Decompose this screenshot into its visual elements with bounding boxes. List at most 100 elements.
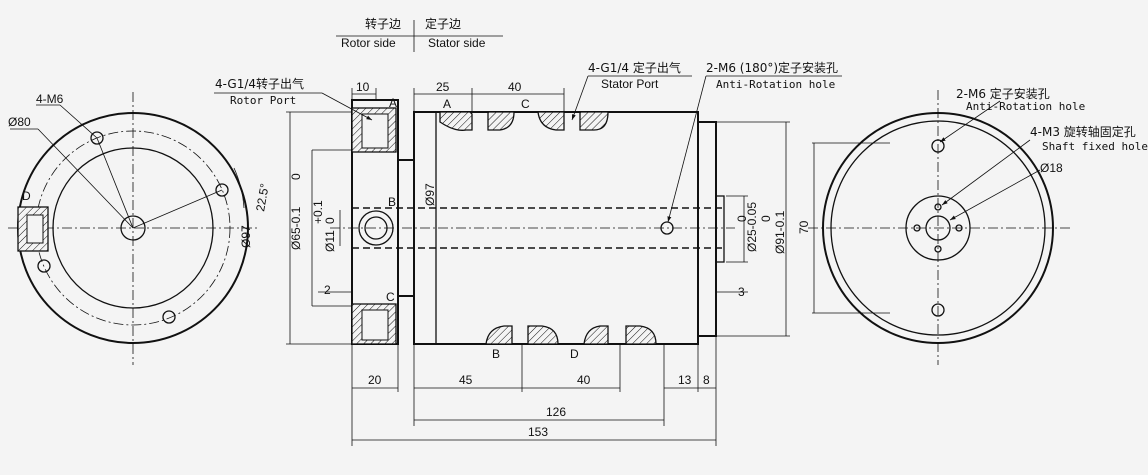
left-port-bore [26,214,44,244]
left-angle-line [132,189,223,229]
dim-dia11-tol-upper: +0.1 [311,200,325,224]
stator-groove-c-left [537,111,565,131]
stator-groove-d-left [583,325,609,345]
side-section-view: A A B C C B D 4-G1/4转子出气 Rotor Port 4-G1… [214,60,842,446]
letter-c-rotor: C [386,290,395,304]
letter-a-stator: A [443,97,451,111]
stator-side-en: Stator side [428,36,486,50]
right-anti-rot-en: Anti-Rotation hole [966,100,1085,113]
dim-13: 13 [678,373,692,387]
dim-70: 70 [797,220,811,234]
right-anti-rot-cn: 2-M6 定子安装孔 [956,86,1050,101]
stator-groove-a-right [487,111,515,131]
dim-3: 3 [738,285,745,299]
right-dia18: Ø18 [1040,161,1063,175]
right-anti-rot-leader [939,100,1001,143]
dim-25: 25 [436,80,450,94]
rotor-port-cn: 4-G1/4转子出气 [215,76,304,91]
shaft-en: Shaft fixed hole [1042,140,1148,153]
left-port-letter: D [22,189,31,203]
header-labels: 转子边 Rotor side 定子边 Stator side [336,16,503,52]
left-hole-4 [37,259,51,273]
dim-dia97: Ø97 [423,183,437,206]
right-outer-circle [822,112,1054,344]
stator-side-cn: 定子边 [425,16,461,31]
rotor-port-b-outer [358,210,394,246]
right-end-view: 70 2-M6 定子安装孔 Anti-Rotation hole 4-M3 旋转… [797,86,1148,365]
stator-groove-b-right [527,325,559,345]
dim-dia65: Ø65-0.1 [289,206,303,250]
stator-groove-b-left [485,325,513,345]
right-rim-circle [830,120,1046,336]
right-mount-hole-bot [931,303,945,317]
right-mount-hole-top [931,139,945,153]
dim-dia11-tol-lower: 0 [323,217,337,224]
left-dia97: Ø97 [239,225,253,248]
dim-2: 2 [324,283,331,297]
letter-b-stator: B [492,347,500,361]
left-dia-leader [37,128,134,229]
left-holes-label: 4-M6 [36,92,64,106]
dia18-leader [949,169,1041,221]
dim-dia25: Ø25-0.05 [745,202,759,252]
left-hole-3 [162,310,176,324]
right-hub-circle [905,195,971,261]
anti-rot-en: Anti-Rotation hole [716,78,835,91]
dim-20: 20 [368,373,382,387]
stator-port-leader [571,75,589,121]
dim-40-bot: 40 [577,373,591,387]
left-bore [120,215,146,241]
shaft-hole-2 [955,224,963,232]
anti-rot-leader [667,75,707,223]
letter-b-rotor: B [388,195,396,209]
right-bore [925,215,951,241]
left-hole-1 [90,131,104,145]
letter-a-rotor: A [389,96,397,110]
shaft-hole-leader [941,139,1031,206]
stator-end-cap [697,121,717,337]
stator-groove-a-left [439,111,473,131]
dim-dia91-tol: 0 [759,215,773,222]
dim-dia91: Ø91-0.1 [773,210,787,254]
letter-c-stator: C [521,97,530,111]
left-angle-arc [233,167,245,209]
dim-126: 126 [546,405,566,419]
left-radial-line [96,137,134,229]
shaft-end [715,195,725,263]
dim-dia25-tol: 0 [735,215,749,222]
rotor-port-en: Rotor Port [230,94,296,107]
stator-groove-d-right [625,325,657,345]
shaft-cn: 4-M3 旋转轴固定孔 [1030,124,1136,139]
dim-40-top: 40 [508,80,522,94]
left-bolt-circle [35,130,231,326]
left-inner-circle [52,147,214,309]
dim-153: 153 [528,425,548,439]
stator-groove-c-right [579,111,609,131]
stator-port-en: Stator Port [601,77,659,91]
rotor-port-leader [321,92,373,121]
anti-rot-cn: 2-M6 (180°)定子安装孔 [706,60,838,75]
dim-45: 45 [459,373,473,387]
rotor-port-c-bore [361,309,389,341]
dim-10: 10 [356,80,370,94]
rotor-side-en: Rotor side [341,36,396,50]
left-angle: 22.5° [253,182,272,212]
dim-dia11: Ø11 [323,230,337,252]
letter-d-stator: D [570,347,579,361]
shaft-hole-4 [913,224,921,232]
rotor-port-a-bore [361,113,389,149]
left-end-view: 4-M6 Ø80 D Ø97 22.5° [8,92,272,365]
left-dia80: Ø80 [8,115,31,129]
dim-dia65-tol: 0 [289,173,303,180]
left-hole-2 [215,183,229,197]
shaft-hole-3 [934,245,942,253]
left-hole-leader [59,104,98,139]
stator-port-cn: 4-G1/4 定子出气 [588,60,681,75]
rotor-side-cn: 转子边 [365,16,401,31]
anti-rotation-hole [660,221,674,235]
dim-8: 8 [703,373,710,387]
rotor-port-b-inner [364,216,388,240]
shaft-hole-1 [934,203,942,211]
